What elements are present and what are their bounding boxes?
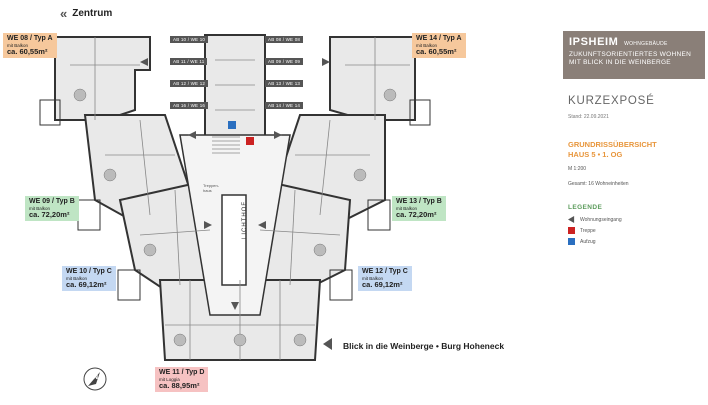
doc-date: Stand: 22.09.2021 [568,114,609,120]
brand-tagline-2: MIT BLICK IN DIE WEINBERGE [569,59,671,66]
floor-plan-drawing [39,34,431,361]
unit-label-we09[interactable]: WE 09 / Typ B mit Balkon ca. 72,20m² [25,196,79,221]
elevator-icon [568,238,575,245]
double-chevron-left-icon: « [60,6,67,21]
unit-label-we11[interactable]: WE 11 / Typ D mit Loggia ca. 88,95m² [155,367,209,392]
legend-item: Aufzug [568,236,622,247]
stairwell-label: Treppen-haus [203,183,220,193]
doc-title: KURZEXPOSÉ [568,95,655,107]
compass-north-label: N [93,374,99,381]
compass-north-icon [83,367,107,391]
storage-label: AB 16 / WE 16 [170,102,209,109]
storage-label: AB 11 / WE 11 [170,58,208,65]
storage-label: AB 13 / WE 13 [265,80,304,87]
storage-label: AB 12 / WE 12 [170,80,209,87]
legend-title: LEGENDE [568,204,603,211]
elevator-marker [228,121,236,129]
brand-name-small: WOHNGEBÄUDE [624,41,668,47]
unit-label-we12[interactable]: WE 12 / Typ C mit Balkon ca. 69,12m² [358,266,412,291]
storage-label: AB 08 / WE 08 [265,36,304,43]
legend-item: Treppe [568,225,622,236]
lichthof [221,194,247,286]
unit-label-we08[interactable]: WE 08 / Typ A mit Balkon ca. 60,55m² [3,33,57,58]
storage-label: AB 14 / WE 14 [265,102,304,109]
brand-box: IPSHEIM WOHNGEBÄUDE ZUKUNFTSORIENTIERTES… [563,31,705,79]
unit-count-label: Gesamt: 16 Wohneinheiten [568,181,629,187]
entrance-arrow-icon [568,216,575,223]
stairs-icon [568,227,575,234]
unit-label-we10[interactable]: WE 10 / Typ C mit Balkon ca. 69,12m² [62,266,116,291]
storage-label: AB 09 / WE 09 [265,58,304,65]
storage-label: AB 10 / WE 10 [170,36,209,43]
legend-item: Wohnungseingang [568,214,622,225]
back-to-center-link[interactable]: « Zentrum [60,6,112,21]
lichthof-label: LICHTHOF [242,201,248,239]
brand-name: IPSHEIM [569,36,619,48]
unit-we14-outline [329,36,416,121]
unit-we08-outline [54,36,151,121]
floor-plan [0,25,560,400]
stairs-marker [246,137,254,145]
unit-label-we13[interactable]: WE 13 / Typ B mit Balkon ca. 72,20m² [392,196,446,221]
back-label: Zentrum [72,8,113,19]
brand-tagline-1: ZUKUNFTSORIENTIERTES WOHNEN [569,51,692,58]
section-heading: GRUNDRISSÜBERSICHT HAUS 5 • 1. OG [568,140,657,159]
unit-label-we14[interactable]: WE 14 / Typ A mit Balkon ca. 60,55m² [412,33,466,58]
scale-label: M 1:200 [568,166,587,172]
view-direction-label: Blick in die Weinberge • Burg Hoheneck [343,341,505,351]
legend: Wohnungseingang Treppe Aufzug [568,214,622,247]
view-direction-arrow-icon [323,338,332,350]
